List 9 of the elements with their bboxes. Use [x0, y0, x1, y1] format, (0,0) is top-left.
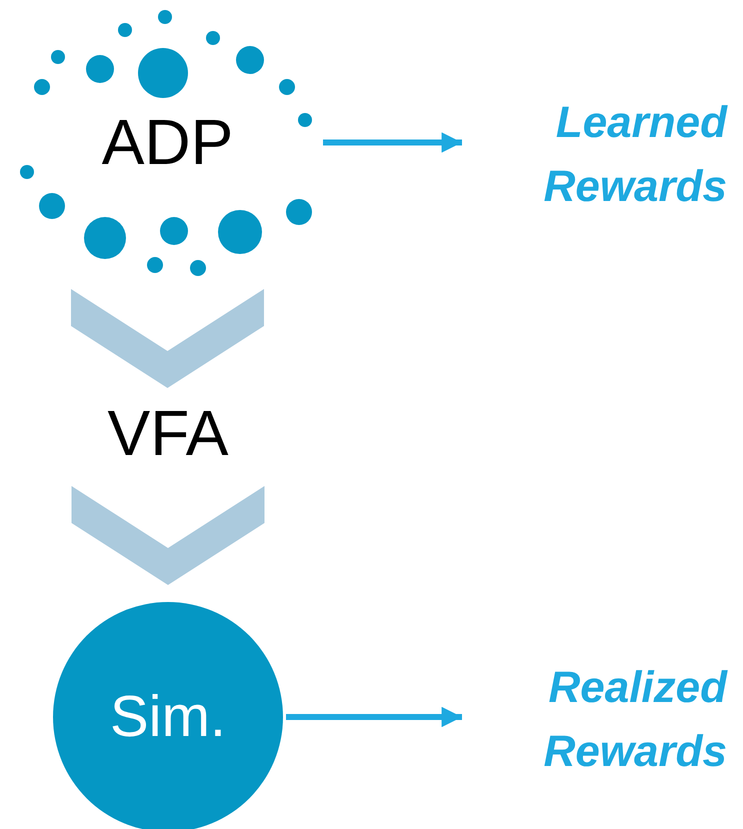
node-label: VFA [108, 396, 228, 471]
chevron-arrow [72, 486, 264, 585]
result-label: Learned Rewards [542, 96, 727, 212]
node-label: Sim. [110, 682, 226, 751]
arrow [323, 132, 462, 153]
arrow [286, 706, 462, 728]
node-label: ADP [102, 105, 234, 180]
result-label: Realized Rewards [542, 662, 727, 778]
chevron-arrow [71, 289, 264, 388]
